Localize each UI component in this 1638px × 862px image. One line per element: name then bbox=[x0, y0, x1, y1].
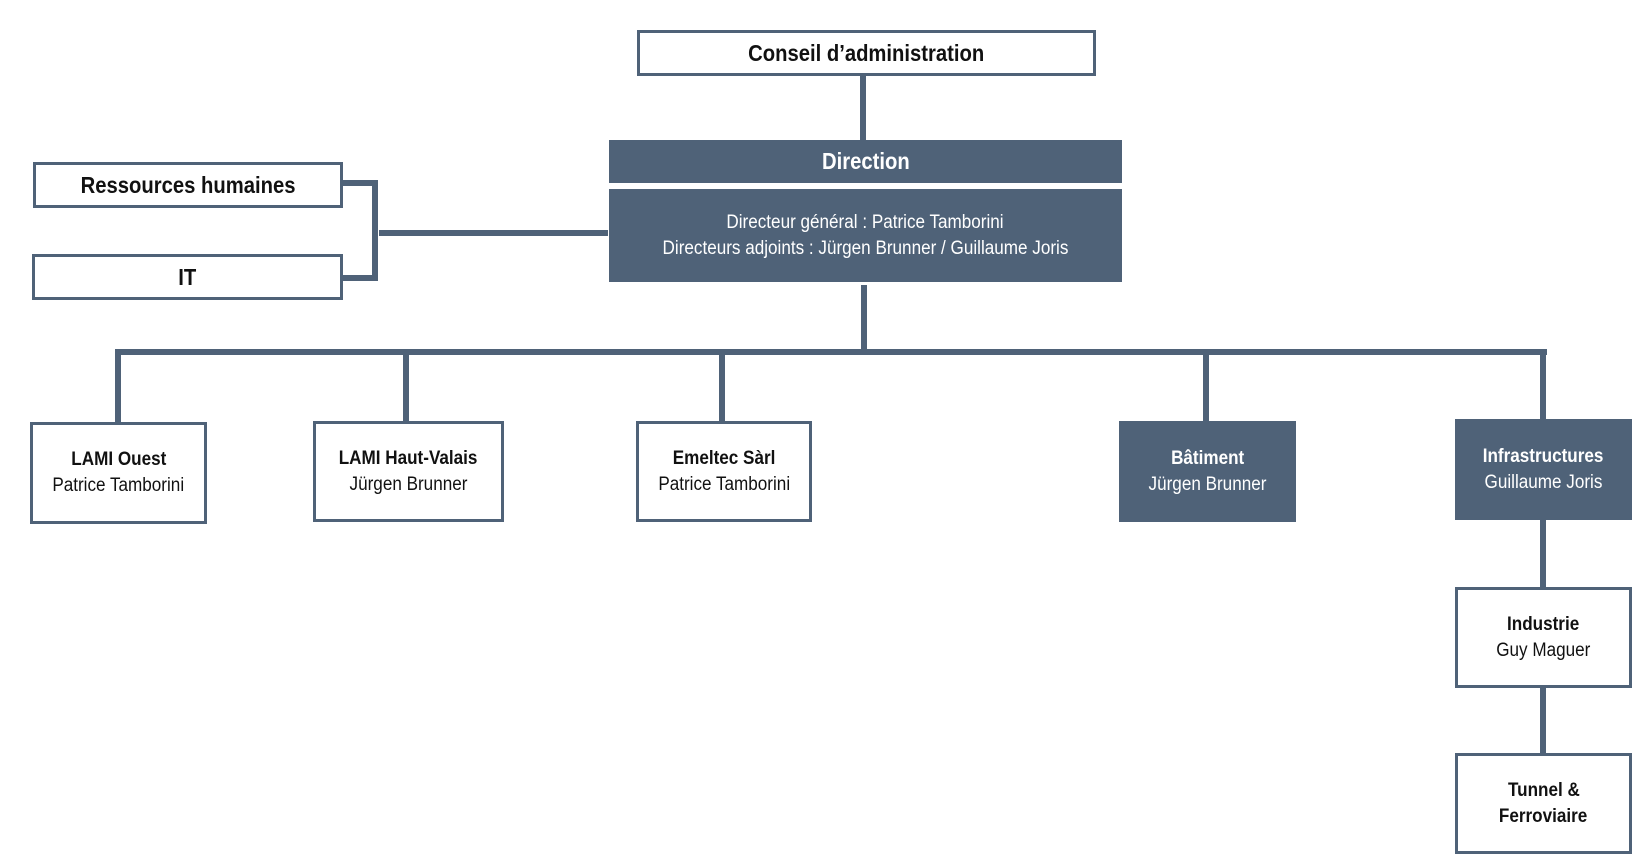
unit-infrastructures-name: Infrastructures bbox=[1483, 445, 1604, 467]
direction-header-box: Direction bbox=[609, 140, 1122, 183]
unit-lami-ouest-name: LAMI Ouest bbox=[70, 449, 167, 470]
unit-emeltec-box: Emeltec Sàrl Patrice Tamborini bbox=[636, 421, 812, 522]
unit-batiment-name: Bâtiment bbox=[1170, 447, 1245, 469]
unit-infrastructures-head: Guillaume Joris bbox=[1484, 471, 1603, 493]
unit-lami-ouest-head: Patrice Tamborini bbox=[52, 475, 185, 496]
direction-title: Direction bbox=[821, 148, 910, 174]
unit-lami-haut-valais-head: Jürgen Brunner bbox=[349, 473, 468, 495]
board-title: Conseil d’administration bbox=[748, 39, 985, 66]
subunit-industrie-name: Industrie bbox=[1507, 613, 1580, 635]
subunit-industrie-head: Guy Maguer bbox=[1496, 639, 1591, 661]
board-box: Conseil d’administration bbox=[637, 30, 1096, 76]
support-hr-box: Ressources humaines bbox=[33, 162, 343, 208]
unit-emeltec-name: Emeltec Sàrl bbox=[672, 447, 776, 469]
unit-lami-haut-valais-name: LAMI Haut-Valais bbox=[339, 447, 478, 469]
unit-lami-ouest-box: LAMI Ouest Patrice Tamborini bbox=[30, 422, 207, 524]
unit-lami-haut-valais-box: LAMI Haut-Valais Jürgen Brunner bbox=[313, 421, 504, 522]
unit-batiment-box: Bâtiment Jürgen Brunner bbox=[1119, 421, 1296, 522]
connector-support-bracket bbox=[341, 180, 378, 281]
direction-deputy-directors: Directeurs adjoints : Jürgen Brunner / G… bbox=[662, 237, 1069, 259]
support-it-title: IT bbox=[178, 263, 197, 290]
unit-batiment-head: Jürgen Brunner bbox=[1148, 473, 1267, 495]
direction-details-box: Directeur général : Patrice Tamborini Di… bbox=[609, 189, 1122, 282]
subunit-industrie-box: Industrie Guy Maguer bbox=[1455, 587, 1632, 688]
unit-infrastructures-box: Infrastructures Guillaume Joris bbox=[1455, 419, 1632, 520]
subunit-tunnel-box: Tunnel & Ferroviaire bbox=[1455, 753, 1632, 854]
subunit-tunnel-name-line1: Tunnel & bbox=[1507, 779, 1580, 801]
subunit-tunnel-name-line2: Ferroviaire bbox=[1499, 805, 1588, 827]
unit-emeltec-head: Patrice Tamborini bbox=[658, 473, 790, 495]
support-hr-title: Ressources humaines bbox=[80, 171, 296, 198]
direction-general-director: Directeur général : Patrice Tamborini bbox=[726, 211, 1005, 233]
support-it-box: IT bbox=[32, 254, 343, 300]
